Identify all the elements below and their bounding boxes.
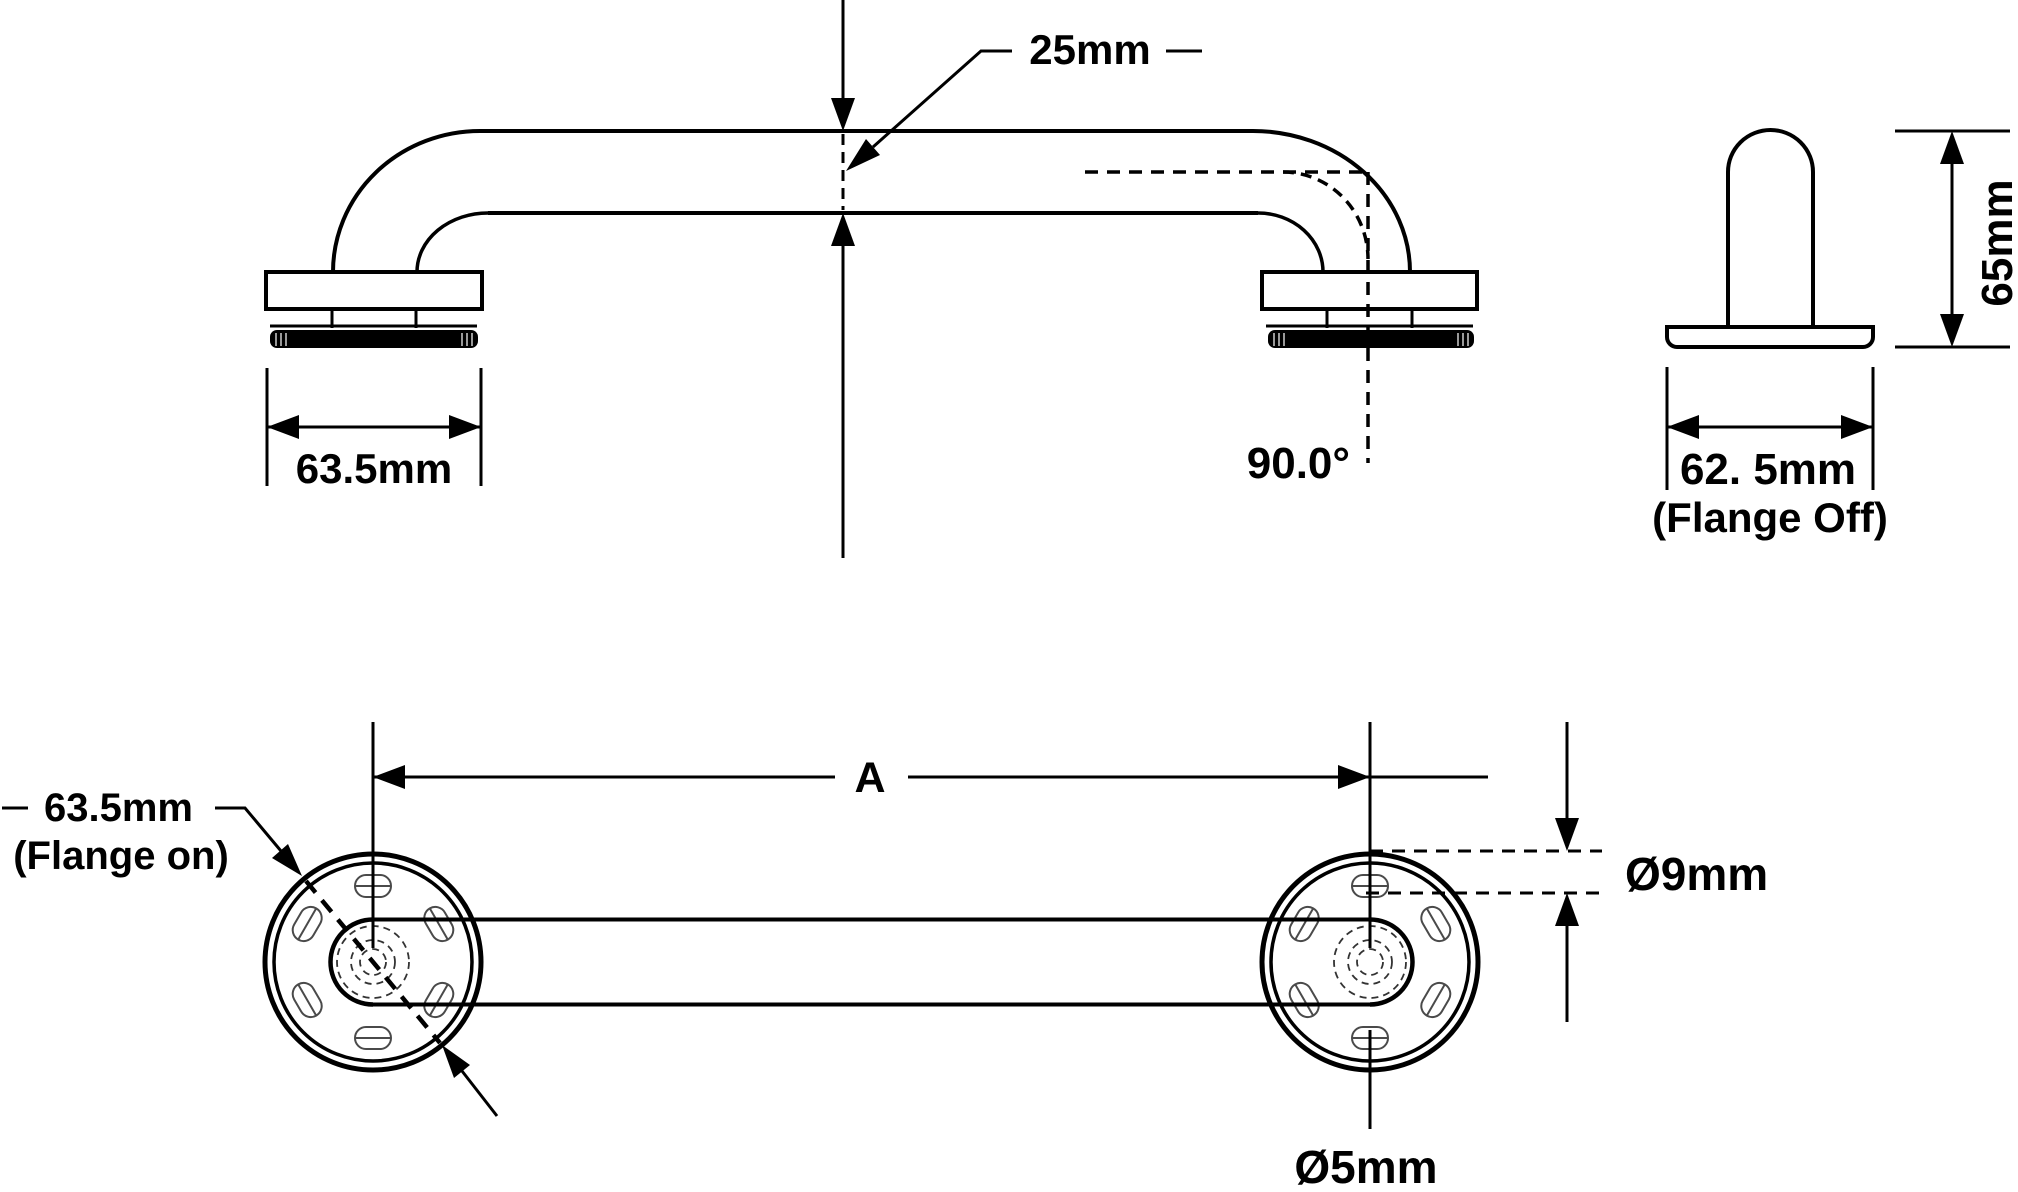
end-view-flange-base bbox=[1665, 325, 1875, 349]
bar-plan-outline bbox=[328, 917, 1415, 1007]
extension-lines bbox=[1895, 129, 2010, 349]
end-view: 65mm 62. 5mm (Flange Off) bbox=[1652, 128, 2018, 541]
left-base-pad bbox=[270, 330, 478, 348]
tube-left-inner-bend bbox=[415, 211, 489, 273]
slot-diameter-label: Ø9mm bbox=[1625, 848, 1768, 900]
flange-on-diameter-callout: 63.5mm (Flange on) bbox=[2, 786, 499, 1117]
left-arrowhead bbox=[267, 415, 299, 439]
side-view: 25mm 63.5mm 90.0° bbox=[264, 0, 1479, 558]
right-base-pad bbox=[1268, 330, 1474, 348]
left-arrowhead bbox=[1667, 415, 1699, 439]
left-base-knurl bbox=[275, 333, 473, 346]
plan-view: A 63.5mm (Flange on) Ø9mm Ø5mm bbox=[2, 722, 1768, 1192]
down-arrowhead bbox=[1555, 818, 1579, 851]
length-a-label: A bbox=[854, 754, 885, 802]
left-flange-plate bbox=[264, 270, 484, 311]
bar-right-end-cap bbox=[1369, 917, 1415, 1007]
leader-line bbox=[872, 49, 1012, 149]
right-flange-side bbox=[1260, 270, 1479, 348]
leader-line-lower bbox=[460, 1070, 499, 1117]
right-arrowhead bbox=[1841, 415, 1873, 439]
leader-arrowhead bbox=[846, 139, 880, 171]
bar-left-end-cap bbox=[328, 917, 374, 1007]
bend-angle-callout: 90.0° bbox=[1085, 170, 1370, 488]
end-width-label: 62. 5mm bbox=[1680, 445, 1856, 494]
tube-right-inner-bend bbox=[1257, 211, 1325, 273]
flange-on-note: (Flange on) bbox=[13, 834, 229, 878]
up-arrowhead bbox=[831, 213, 855, 246]
end-height-dimension: 65mm bbox=[1895, 129, 2018, 349]
end-width-note: (Flange Off) bbox=[1652, 494, 1888, 541]
side-flange-width-dimension: 63.5mm bbox=[265, 368, 483, 492]
left-flange-side bbox=[264, 270, 484, 348]
tube-diameter-label: 25mm bbox=[1029, 26, 1150, 73]
flange-diameter-dashed-line bbox=[304, 879, 442, 1045]
lower-arrowhead bbox=[442, 1045, 470, 1078]
down-arrowhead bbox=[831, 98, 855, 131]
end-view-tube-profile bbox=[1726, 128, 1815, 327]
slot-diameter-dimension: Ø9mm bbox=[1366, 722, 1768, 1022]
tube-right-outer-bend bbox=[1252, 129, 1412, 273]
leader-line-upper bbox=[215, 806, 283, 852]
slot-dashed-lines bbox=[1366, 849, 1602, 895]
bar-edges bbox=[373, 917, 1370, 1007]
hole-diameter-label: Ø5mm bbox=[1294, 1141, 1437, 1192]
bottom-arrowhead bbox=[1940, 314, 1964, 347]
bend-angle-label: 90.0° bbox=[1247, 439, 1350, 488]
upper-arrowhead bbox=[272, 844, 302, 876]
top-arrowhead bbox=[1940, 131, 1964, 164]
left-arrowhead bbox=[373, 765, 405, 789]
length-a-dimension: A bbox=[371, 722, 1488, 948]
extension-lines bbox=[371, 722, 1372, 948]
hole-diameter-dimension: Ø5mm bbox=[1294, 1030, 1438, 1192]
right-arrowhead bbox=[1338, 765, 1370, 789]
up-arrowhead bbox=[1555, 893, 1579, 926]
tube-diameter-dimension: 25mm bbox=[831, 0, 1202, 558]
bend-centerline-arc bbox=[1282, 170, 1370, 260]
end-width-dimension: 62. 5mm (Flange Off) bbox=[1652, 367, 1888, 541]
flange-on-diameter-label: 63.5mm bbox=[44, 786, 193, 830]
right-arrowhead bbox=[449, 415, 481, 439]
tube-left-outer-bend bbox=[331, 129, 481, 273]
end-height-label: 65mm bbox=[1973, 179, 2018, 306]
side-flange-width-label: 63.5mm bbox=[296, 445, 452, 492]
right-base-knurl bbox=[1273, 333, 1469, 346]
